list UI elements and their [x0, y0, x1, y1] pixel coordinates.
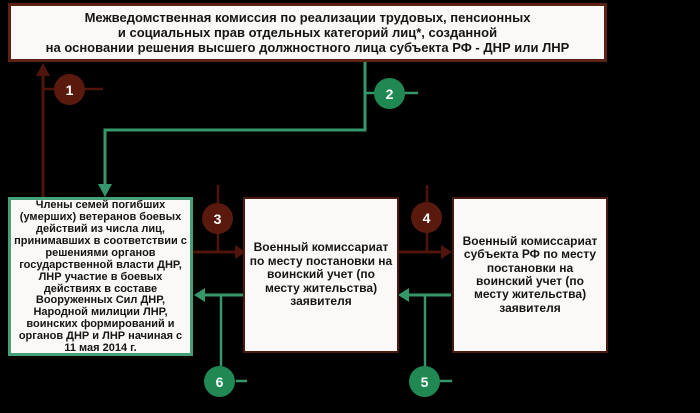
step-marker-4-number: 4 — [422, 209, 431, 226]
step-marker-1-number: 1 — [65, 81, 74, 98]
step-marker-4: 4 — [411, 202, 442, 233]
commission-box-line1: Межведомственная комиссия по реализации … — [84, 10, 531, 25]
step-marker-6: 6 — [204, 366, 235, 397]
beneficiaries-box-text: Члены семей погибших (умерших) ветеранов… — [14, 198, 187, 355]
local-commissariat-box-text: Военный комиссариат по месту постановки … — [249, 240, 393, 309]
rf-commissariat-box-text: Военный комиссариат субъекта РФ по месту… — [462, 233, 598, 315]
step-marker-5: 5 — [409, 366, 440, 397]
step-marker-2: 2 — [374, 78, 405, 109]
step-marker-1: 1 — [54, 74, 85, 105]
arrow-step-2-elbow-down — [98, 62, 418, 197]
arrow-step-5-left — [398, 288, 452, 383]
commission-box-line2: и социальных прав отдельных категорий ли… — [117, 25, 498, 40]
step-marker-5-number: 5 — [420, 373, 429, 390]
step-marker-6-number: 6 — [215, 373, 224, 390]
step-marker-3-number: 3 — [213, 210, 222, 227]
rf-commissariat-box: Военный комиссариат субъекта РФ по месту… — [452, 197, 608, 353]
beneficiaries-box: Члены семей погибших (умерших) ветеранов… — [8, 197, 193, 356]
commission-box-line3: на основании решения высшего должностног… — [45, 40, 570, 55]
step-marker-2-number: 2 — [385, 85, 394, 102]
commission-box: Межведомственная комиссия по реализации … — [8, 3, 607, 62]
step-marker-3: 3 — [202, 203, 233, 234]
arrow-step-6-left — [194, 288, 247, 383]
local-commissariat-box: Военный комиссариат по месту постановки … — [243, 197, 399, 353]
